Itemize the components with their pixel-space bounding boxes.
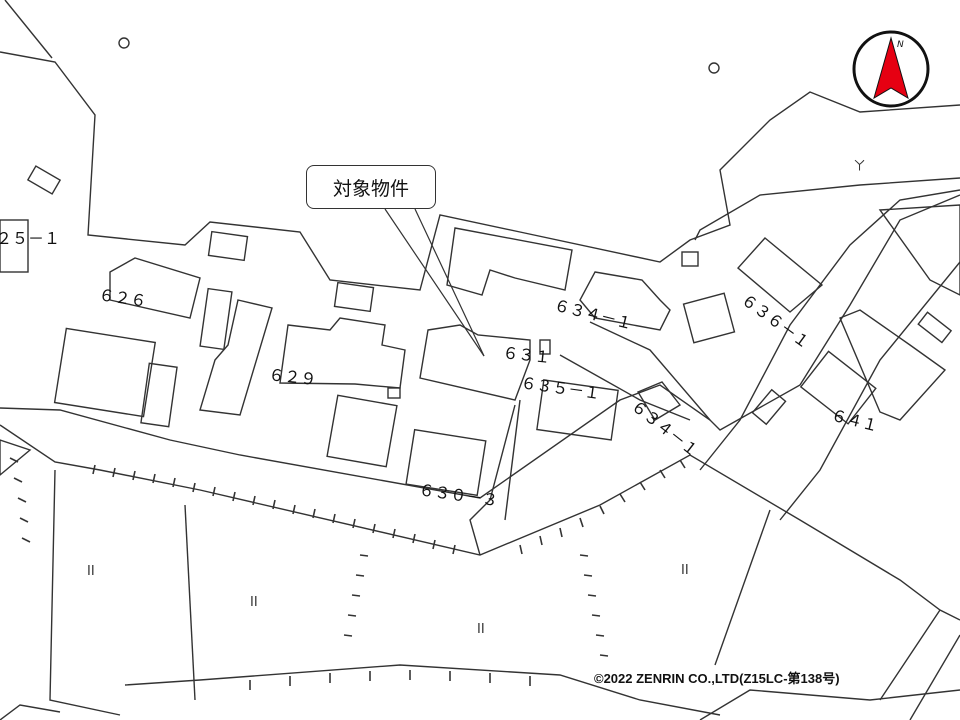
land-use-symbol: ㄚ [853, 159, 866, 174]
lot-label: ６３５－１ [519, 373, 601, 403]
building [140, 362, 178, 428]
road-edge [4, 0, 53, 59]
lot-label: ６３１ [502, 343, 552, 367]
building [109, 257, 201, 319]
north-letter: N [897, 40, 904, 50]
building [736, 237, 824, 313]
building [636, 381, 682, 421]
building [207, 230, 249, 262]
lot-label: ６３４－１ [628, 396, 703, 460]
building [0, 439, 32, 476]
land-use-symbol: II [250, 595, 258, 610]
building [839, 309, 947, 421]
road-edge [589, 321, 711, 421]
lot-label: ６３４－１ [552, 295, 634, 333]
building [0, 219, 29, 273]
road-edge [0, 194, 960, 499]
callout-pointer [384, 208, 485, 357]
road-edge [694, 177, 960, 241]
road-edge [184, 504, 196, 701]
building [26, 165, 62, 195]
building [917, 311, 953, 344]
building [446, 227, 573, 296]
building [536, 379, 619, 441]
lot-label: ６３０－３ [417, 480, 499, 510]
map-marker [708, 62, 720, 74]
road-edge [779, 261, 960, 521]
road-edge [699, 189, 960, 471]
map-marker [118, 37, 130, 49]
lot-label: ６２９ [268, 365, 318, 389]
road-edge [504, 399, 521, 521]
building [387, 387, 401, 399]
road-edge [559, 354, 691, 421]
lot-label: ６４１ [829, 405, 880, 435]
copyright-notice: ©2022 ZENRIN CO.,LTD(Z15LC-第138号) [594, 671, 840, 686]
building [199, 299, 273, 416]
target-property-label: 対象物件 [332, 177, 409, 200]
road-edge [699, 689, 960, 720]
road-edge [469, 404, 516, 556]
road-edge [714, 509, 771, 666]
building [419, 324, 531, 401]
road-edge [909, 634, 960, 720]
road-edge [879, 609, 941, 701]
north-arrow-icon [873, 36, 909, 100]
building [279, 317, 406, 389]
lot-label: ２５－１ [0, 229, 60, 248]
lot-label: ６２６ [97, 285, 147, 310]
building [681, 251, 699, 267]
building [539, 339, 551, 355]
building [333, 281, 375, 313]
land-use-symbol: II [87, 564, 95, 579]
land-use-symbol: II [477, 622, 485, 637]
building [199, 287, 233, 351]
north-arrow: N [852, 30, 930, 108]
building [405, 428, 487, 497]
callout-pointer [414, 208, 485, 357]
road-edge [0, 51, 960, 291]
road-edge [0, 704, 61, 720]
building [579, 271, 671, 331]
building [326, 394, 398, 468]
road-edge [0, 424, 960, 621]
building [799, 350, 877, 425]
land-use-symbol: II [681, 563, 689, 578]
road-edge [124, 664, 721, 716]
building [682, 292, 736, 344]
building [878, 204, 960, 296]
building [751, 388, 787, 426]
target-property-callout: 対象物件 [306, 165, 436, 209]
building [53, 327, 157, 418]
road-edge [49, 469, 121, 716]
